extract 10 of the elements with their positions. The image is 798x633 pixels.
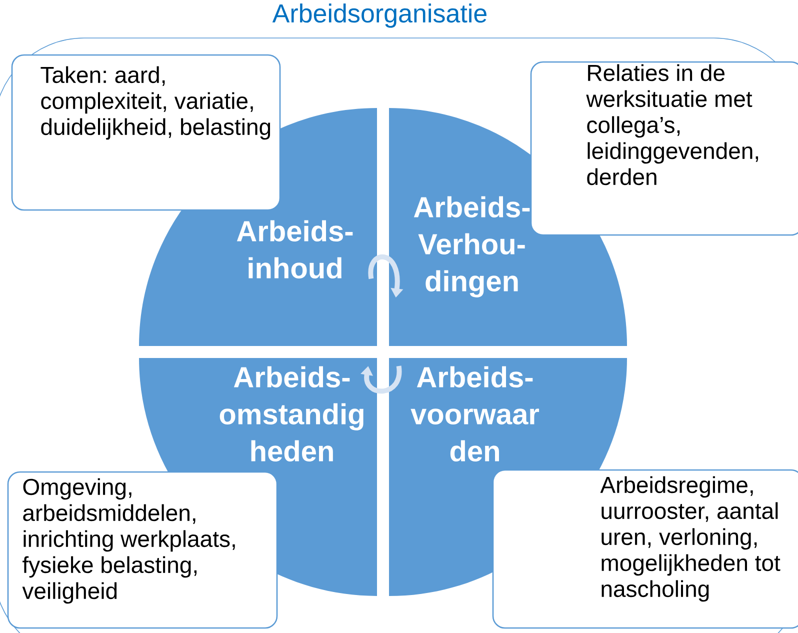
curved-arrow xyxy=(360,366,402,394)
quadrant-label: Arbeids- inhoud xyxy=(236,220,353,278)
text-box: Omgeving, arbeidsmiddelen, inrichting werkplaats, fysieke belasting, veiligheid xyxy=(7,471,278,629)
text-box: Taken: aard, complexiteit, variatie, duidelijkheid, belasting xyxy=(11,54,281,211)
quadrant-label: Arbeids- voorwaar den xyxy=(410,366,540,462)
quadrant-label: Arbeids- Verhou- dingen xyxy=(414,196,530,298)
quadrant-label: Arbeids- omstandig heden xyxy=(220,366,364,462)
text-box: Relaties in de werksituatie met collega’s, leidinggevenden, derden xyxy=(530,61,798,236)
text-box: Arbeidsregime, uurrooster, aantal uren, verloning, mogelijkheden tot nascholing xyxy=(492,469,798,629)
title: Arbeidsorganisatie xyxy=(272,4,486,28)
